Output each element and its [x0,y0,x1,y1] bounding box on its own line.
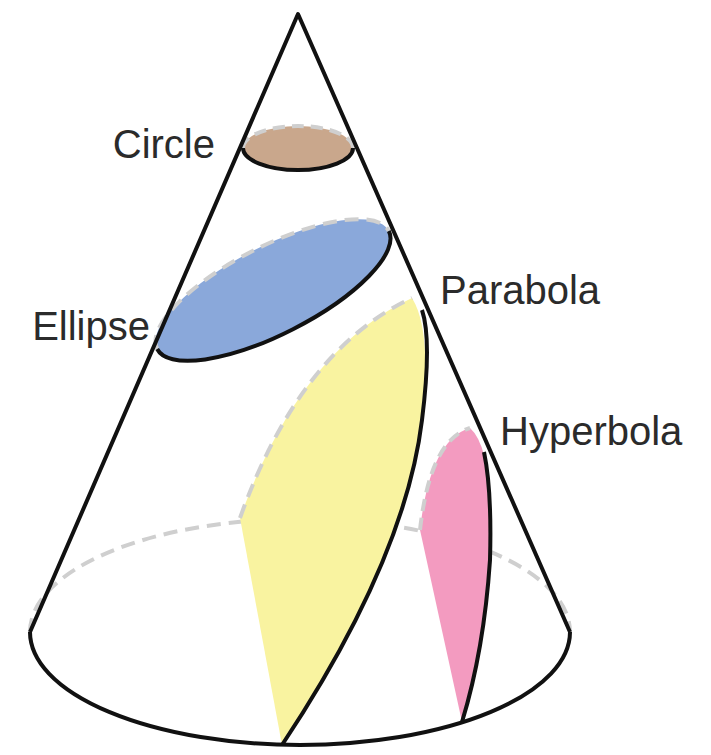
hyperbola-front-edge [462,452,490,722]
circle-back-edge [243,126,353,148]
circle-section [243,126,353,170]
circle-front-edge [243,148,353,170]
hyperbola-back-edge [420,428,470,530]
parabola-front-edge [282,310,427,745]
cone-sides [30,14,570,632]
cone-base-front [30,632,570,745]
conic-label: Circle [113,124,215,164]
conic-label: Parabola [440,270,600,310]
conic-label: Hyperbola [500,411,682,451]
ellipse-back-edge [137,192,389,349]
conic-label: Ellipse [32,306,150,346]
hyperbola-section [420,428,491,722]
